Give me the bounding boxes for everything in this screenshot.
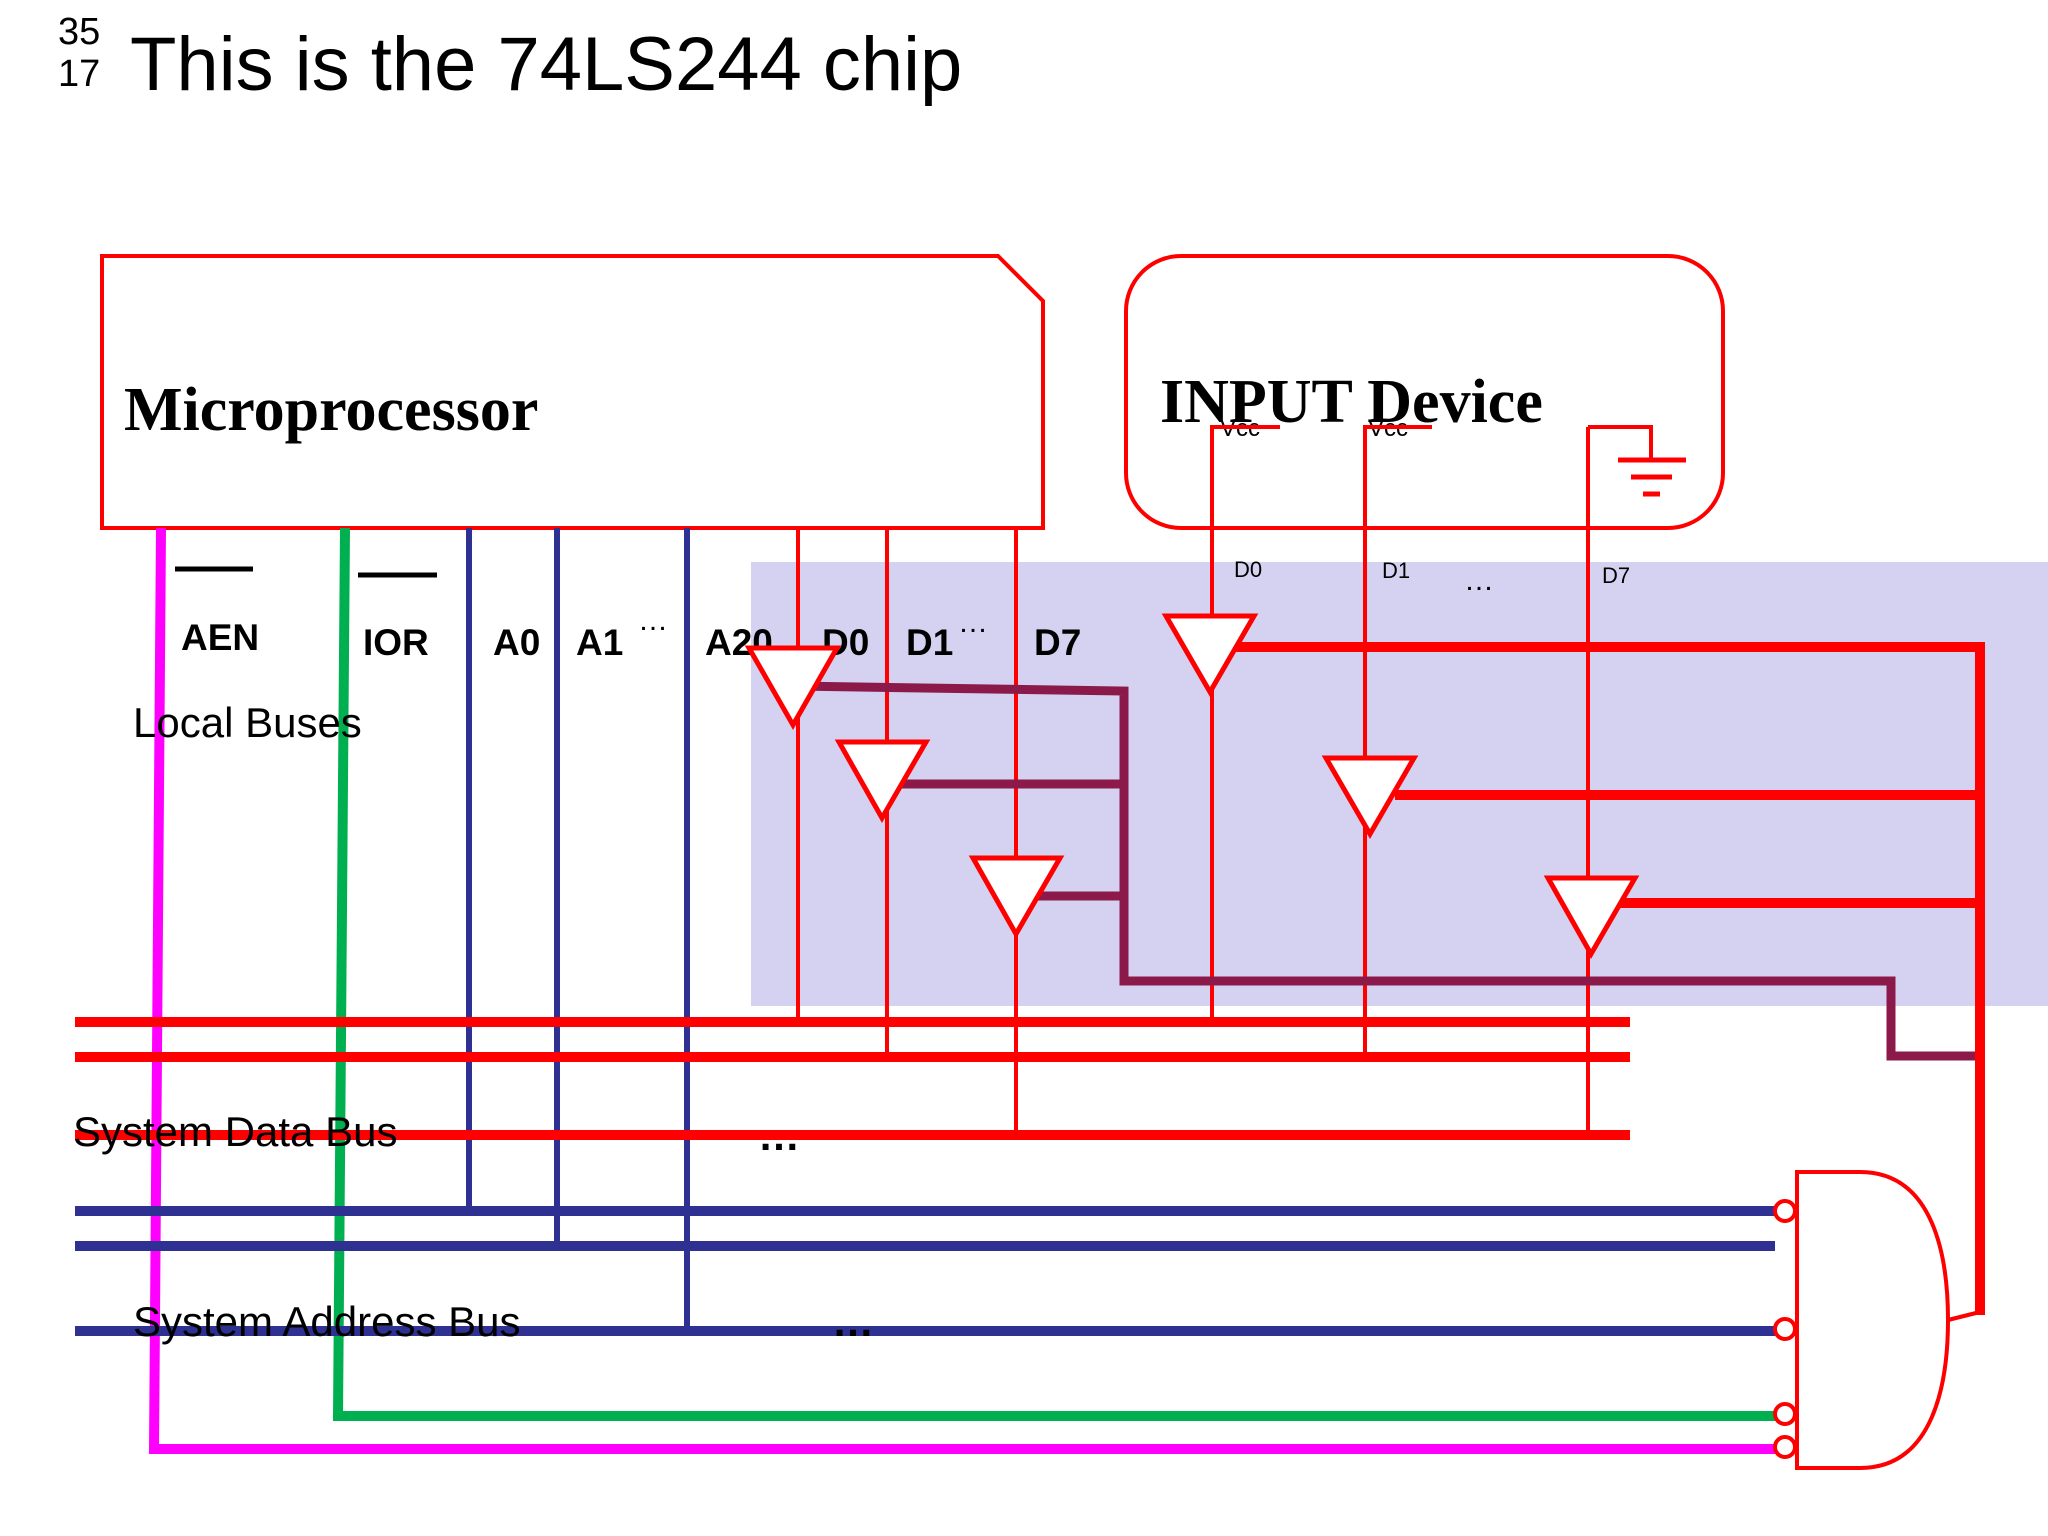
buffer-mp-d7-icon: [968, 855, 1065, 940]
bubble-a0-icon: [1773, 1199, 1797, 1223]
pin-ior-label: IOR: [363, 622, 429, 663]
buffer-dev-d1-icon: [1321, 755, 1419, 839]
pin-d7-label: D7: [1034, 622, 1081, 663]
pin-a0-label: A0: [493, 622, 540, 663]
device-d7-label: D7: [1602, 563, 1630, 588]
and-gate: [1795, 1170, 1951, 1470]
device-ellipsis: …: [1464, 564, 1494, 597]
system-address-bus-label: System Address Bus: [133, 1298, 521, 1345]
pin-d1-label: D1: [906, 622, 953, 663]
bubble-aen-icon: [1773, 1435, 1797, 1459]
enable-network: [793, 681, 1978, 1061]
address-bus-dots: …: [832, 1298, 874, 1345]
input-device-box: [1124, 254, 1725, 530]
ior-line: [332, 527, 1775, 1421]
system-data-bus-label: System Data Bus: [73, 1108, 397, 1155]
page-title: This is the 74LS244 chip: [130, 22, 962, 107]
bubble-ior-icon: [1773, 1402, 1797, 1426]
buffer-mp-d1-icon: [834, 739, 931, 824]
device-d1-label: D1: [1382, 558, 1410, 583]
buffer-triangles: [744, 613, 1640, 960]
pin-a1-label: A1: [576, 622, 623, 663]
device-d0-label: D0: [1234, 557, 1262, 582]
gate-output-line: [1947, 1310, 1981, 1322]
aen-line: [148, 527, 1775, 1454]
bubble-a20-icon: [1773, 1317, 1797, 1341]
input-device-label: INPUT Device: [1160, 368, 1543, 436]
data-bus-dots: …: [758, 1112, 800, 1159]
pin-aen-label: AEN: [181, 617, 259, 658]
microprocessor-box: [100, 254, 1045, 530]
pin-ellipsis-d: …: [958, 606, 988, 639]
ground-line: [1588, 425, 1653, 460]
buffer-dev-d7-icon: [1543, 875, 1640, 960]
microprocessor-label: Microprocessor: [124, 376, 538, 444]
slide-number-top: 35: [58, 11, 100, 53]
buffer-dev-d0-icon: [1161, 613, 1259, 697]
pin-ellipsis-a: …: [638, 604, 668, 637]
local-buses-label: Local Buses: [133, 699, 362, 746]
buffer-mp-d0-icon: [744, 645, 842, 731]
ground-icon: [1618, 457, 1686, 497]
system-address-bus: [75, 1206, 1775, 1336]
system-data-bus: [75, 1017, 1630, 1140]
enable-red-lines: [1228, 642, 1985, 1315]
and-gate-inverter-bubbles: [1773, 1199, 1797, 1459]
vcc-line-2: [1363, 425, 1432, 1052]
slide-number-bottom: 17: [58, 53, 100, 95]
vcc-line-1: [1210, 425, 1280, 1017]
